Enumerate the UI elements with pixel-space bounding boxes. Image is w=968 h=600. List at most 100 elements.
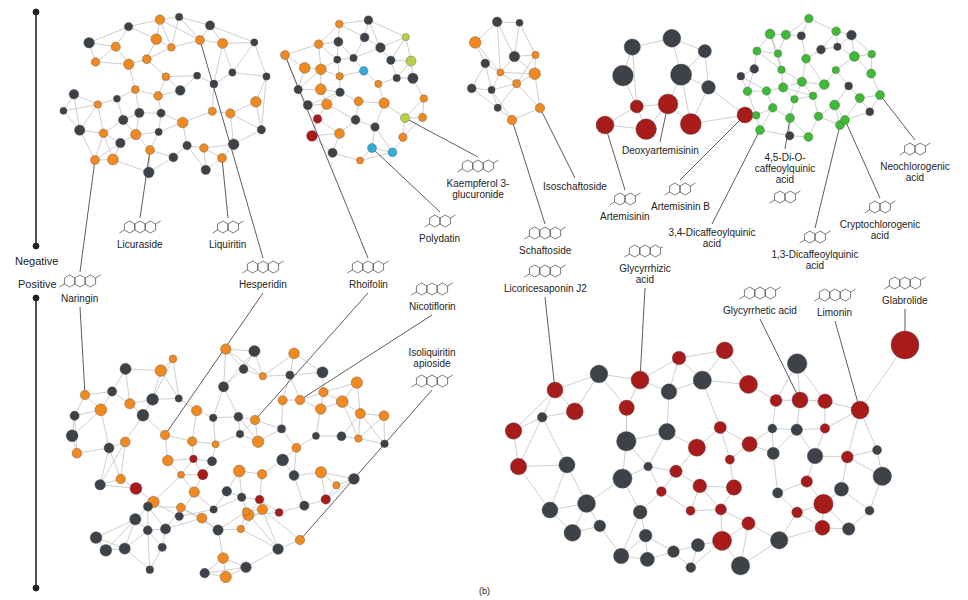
- network-node: [116, 474, 125, 483]
- network-node: [590, 365, 608, 383]
- network-node: [510, 458, 526, 474]
- network-node: [797, 32, 805, 40]
- compound-name: Kaempferol 3-glucuronide: [431, 178, 525, 200]
- leader-line: [542, 112, 575, 178]
- compound-name: Nicotiflorin: [408, 301, 457, 312]
- network-node: [348, 473, 359, 484]
- leader-line: [80, 164, 94, 272]
- leader-line: [201, 44, 263, 258]
- network-node: [469, 37, 481, 49]
- network-node: [371, 123, 380, 132]
- network-edge: [224, 351, 255, 387]
- network-node: [155, 128, 162, 135]
- network-node: [802, 54, 811, 63]
- network-node: [731, 557, 749, 575]
- network-edge: [232, 42, 254, 72]
- network-node: [497, 69, 504, 76]
- network-node: [72, 448, 82, 458]
- network-node: [787, 354, 807, 374]
- network-node: [146, 146, 155, 155]
- network-node: [791, 96, 798, 103]
- network-node: [640, 552, 654, 566]
- network-node: [335, 20, 343, 28]
- network-node: [210, 506, 217, 513]
- network-node: [832, 27, 841, 36]
- network-node: [242, 508, 250, 516]
- network-node: [218, 553, 229, 564]
- network-node: [767, 447, 779, 459]
- compound-name: Deoxyartemisinin: [621, 145, 700, 156]
- network-node: [95, 404, 107, 416]
- leader-line: [882, 98, 915, 140]
- network-node: [559, 457, 575, 473]
- network-node: [336, 396, 348, 408]
- network-node: [196, 36, 205, 45]
- leader-line: [222, 162, 228, 218]
- network-edge: [160, 20, 200, 40]
- network-node: [155, 365, 167, 377]
- network-node: [319, 388, 328, 397]
- network-node: [814, 494, 833, 513]
- network-node: [633, 505, 647, 519]
- network-edge: [358, 416, 384, 439]
- network-node: [194, 72, 201, 79]
- network-node: [693, 479, 707, 493]
- network-node: [668, 546, 680, 558]
- chemical-structure: [800, 231, 831, 243]
- structure-bonds: [425, 215, 456, 227]
- network-node: [137, 409, 149, 421]
- network-node: [252, 436, 264, 448]
- network-node: [333, 482, 340, 489]
- network-node: [393, 74, 401, 82]
- network-node: [359, 67, 368, 76]
- network-node: [313, 115, 322, 124]
- compound-name: Naringin: [60, 293, 99, 304]
- network-node: [257, 504, 267, 514]
- network-node: [801, 476, 813, 488]
- leader-line: [303, 390, 432, 537]
- network-node: [737, 107, 753, 123]
- network-edge: [214, 497, 242, 509]
- network-edge: [492, 90, 512, 120]
- network-node: [743, 87, 752, 96]
- network-edge: [497, 22, 500, 73]
- chemical-structure: [425, 215, 456, 227]
- network-node: [317, 367, 328, 378]
- network-node: [379, 411, 389, 421]
- network-node: [381, 440, 389, 448]
- network-node: [60, 107, 67, 114]
- network-node: [686, 506, 695, 515]
- chemical-structure: [242, 261, 283, 273]
- network-edge: [148, 530, 150, 569]
- network-node: [845, 82, 853, 90]
- network-node: [273, 544, 284, 555]
- leader-line: [258, 293, 368, 417]
- network-node: [336, 88, 345, 97]
- network-node: [124, 22, 132, 30]
- network-node: [420, 95, 427, 102]
- network-node: [770, 394, 782, 406]
- network-node: [817, 45, 826, 54]
- chemical-structure: [624, 245, 665, 257]
- network-edge: [113, 160, 149, 173]
- network-node: [299, 62, 310, 73]
- network-node: [364, 16, 373, 25]
- network-node: [175, 86, 185, 96]
- network-node: [147, 393, 159, 405]
- structure-bonds: [242, 261, 283, 273]
- network-node: [160, 524, 170, 534]
- network-node: [66, 430, 78, 442]
- network-node: [257, 126, 265, 134]
- network-node: [307, 130, 318, 141]
- network-node: [779, 83, 788, 92]
- chemical-structure: [900, 143, 931, 155]
- chemical-structure: [739, 287, 780, 299]
- network-node: [596, 116, 614, 134]
- network-node: [753, 112, 761, 120]
- structure-bonds: [59, 275, 100, 287]
- network-edge: [254, 42, 266, 76]
- leader-line: [640, 288, 645, 371]
- network-node: [891, 331, 919, 359]
- network-node: [659, 423, 676, 440]
- network-edge: [100, 448, 109, 485]
